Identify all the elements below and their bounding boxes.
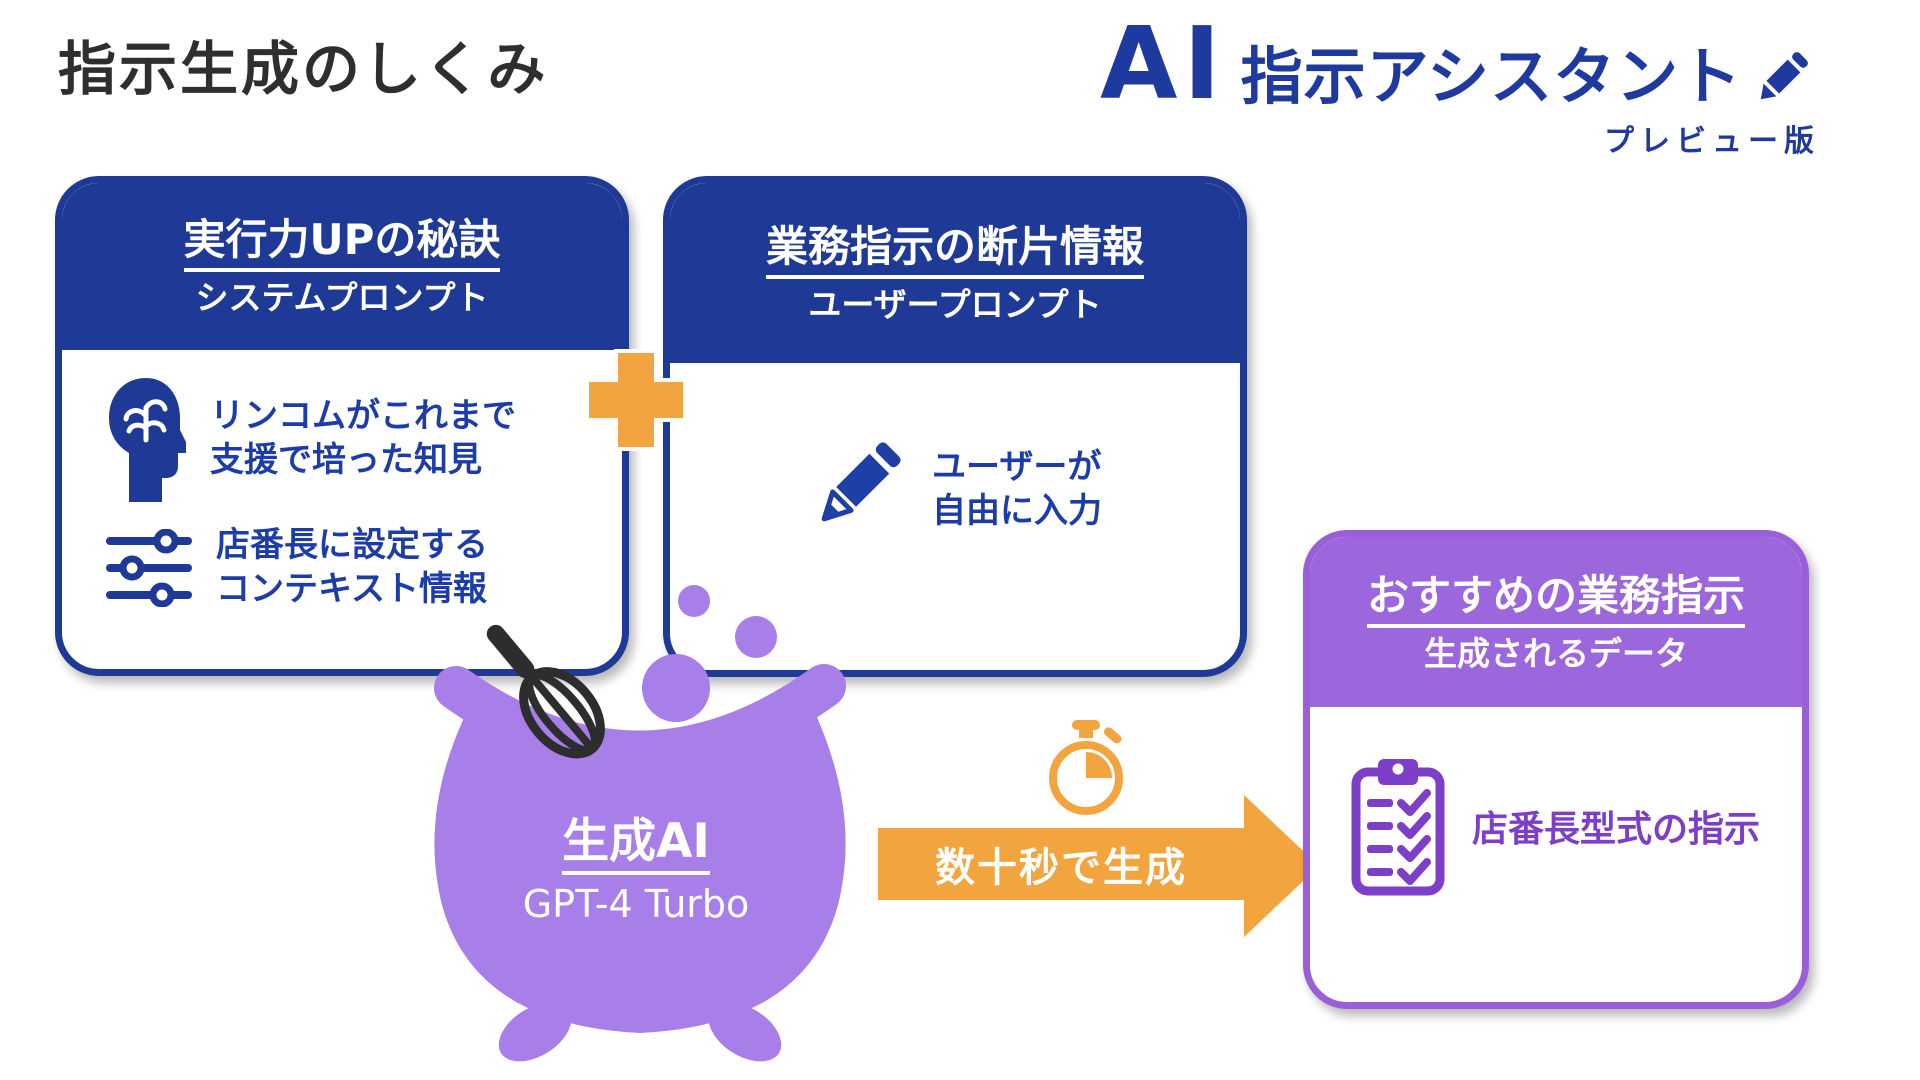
generator-subtitle: GPT-4 Turbo [522,882,750,926]
system-prompt-card-title: 実行力UPの秘訣 [62,219,622,272]
bubble-icon [735,616,777,658]
cauldron-icon [434,664,846,1062]
clipboard-check-icon [1351,759,1445,896]
user-prompt-card-header: 業務指示の断片情報 ユーザープロンプト [670,183,1240,363]
context-item-line1: 店番長に設定する [216,525,488,565]
preview-badge: プレビュー版 [1604,124,1820,159]
user-prompt-card-subtitle: ユーザープロンプト [808,284,1102,324]
context-item-text: 店番長に設定する コンテキスト情報 [216,524,488,611]
user-input-line1: ユーザーが [932,447,1102,488]
system-prompt-card-title-text: 実行力UPの秘訣 [183,219,501,272]
system-prompt-card-header: 実行力UPの秘訣 システムプロンプト [62,183,622,350]
process-arrow [878,795,1319,937]
generator-title: 生成AI [562,818,710,875]
system-prompt-card-subtitle: システムプロンプト [195,278,489,317]
bubble-icon [678,585,710,617]
context-item-line2: コンテキスト情報 [216,568,487,609]
user-prompt-card-title: 業務指示の断片情報 [670,225,1240,279]
whisk-icon [486,624,605,759]
knowledge-item-line1: リンコムがこれまで [210,396,516,437]
process-arrow-label: 数十秒で生成 [935,845,1187,891]
pencil-icon [1760,52,1809,100]
logo-text-ai: AI [1100,5,1227,122]
output-card-title: おすすめの業務指示 [1310,574,1802,628]
output-card-title-text: おすすめの業務指示 [1366,574,1745,628]
context-item: 店番長に設定する コンテキスト情報 [106,524,612,611]
logo-text-jp: 指示アシスタント [1240,40,1743,113]
user-prompt-card-title-text: 業務指示の断片情報 [765,225,1144,279]
app-logo: AI 指示アシスタント [1100,14,1814,114]
output-card-subtitle: 生成されるデータ [1424,633,1688,673]
output-card-body: 店番長型式の指示 [1310,707,1802,897]
system-prompt-card-body: リンコムがこれまで 支援で培った知見 [62,350,622,611]
knowledge-item-text: リンコムがこれまで 支援で培った知見 [210,395,516,482]
knowledge-item: リンコムがこれまで 支援で培った知見 [106,374,612,504]
output-card-header: おすすめの業務指示 生成されるデータ [1310,537,1802,707]
page-title: 指示生成のしくみ [58,35,549,103]
bubble-icon [642,654,710,722]
brain-head-icon [109,378,186,502]
user-input-line2: 自由に入力 [932,491,1102,531]
output-card: おすすめの業務指示 生成されるデータ [1303,530,1809,1009]
knowledge-item-line2: 支援で培った知見 [210,440,482,480]
system-prompt-card: 実行力UPの秘訣 システムプロンプト リンコムがこれまで [55,176,629,676]
pencil-icon [821,442,901,522]
generator-label: 生成AI GPT-4 Turbo [486,818,786,923]
user-prompt-card-body: ユーザーが 自由に入力 [670,363,1240,545]
stopwatch-icon [1049,720,1123,815]
sliders-icon [106,528,192,607]
user-input-text: ユーザーが 自由に入力 [932,446,1102,533]
user-prompt-card: 業務指示の断片情報 ユーザープロンプト ユーザーが 自由に入力 [663,176,1247,677]
output-item-text: 店番長型式の指示 [1472,809,1761,850]
plus-icon [585,349,687,451]
